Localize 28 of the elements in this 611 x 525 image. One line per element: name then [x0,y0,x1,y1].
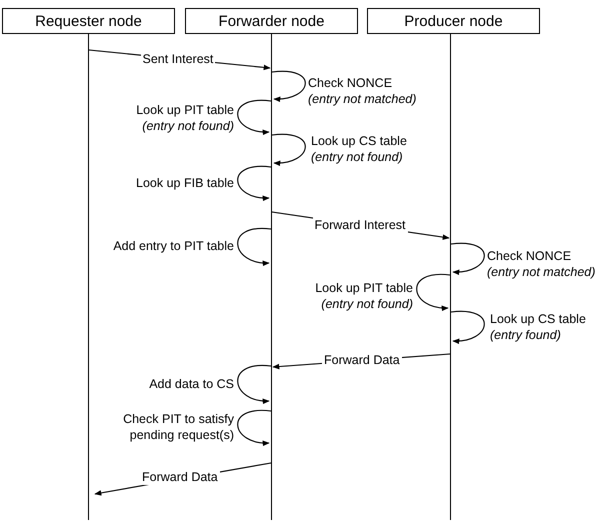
step-label: Look up FIB table [135,175,234,191]
step-label: Look up CS table (entry found) [490,311,587,343]
participant-box: Producer node [367,8,540,34]
edge-label: Forward Data [140,469,220,485]
self-message-arrow [450,310,485,344]
self-message-arrow [450,242,485,275]
step-label: Look up CS table (entry not found) [311,133,408,165]
self-message-arrow [237,166,272,201]
self-message-arrow [237,364,272,404]
step-label: Check NONCE (entry not matched) [487,248,596,280]
self-message-arrow [237,100,272,135]
lifeline [271,34,272,520]
self-message-arrow [416,274,450,311]
self-message-arrow [237,410,272,446]
step-label: Add entry to PIT table [112,238,234,254]
edge-label: Forward Interest [312,217,408,233]
step-label: Look up PIT table (entry not found) [135,102,234,134]
step-label: Check NONCE (entry not matched) [308,75,418,107]
lifeline [88,34,89,520]
self-message-arrow [237,228,272,266]
step-label: Look up PIT table (entry not found) [314,280,413,312]
self-message-arrow [272,70,306,102]
self-message-arrow [272,134,306,166]
step-label: Check PIT to satisfy pending request(s) [122,411,234,443]
participant-box: Requester node [2,8,175,34]
participant-box: Forwarder node [185,8,358,34]
lifeline [450,34,451,520]
step-label: Add data to CS [148,376,234,392]
